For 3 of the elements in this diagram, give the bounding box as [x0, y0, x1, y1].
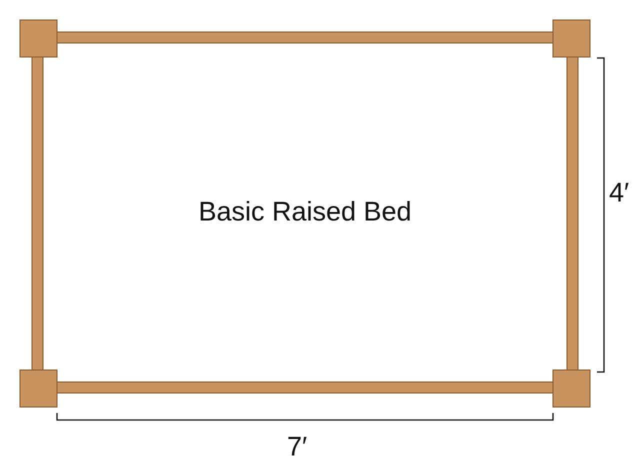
- dimension-label: 7′: [286, 434, 308, 460]
- bed-title: Basic Raised Bed: [198, 198, 412, 226]
- dimension-label: 4′: [608, 180, 630, 206]
